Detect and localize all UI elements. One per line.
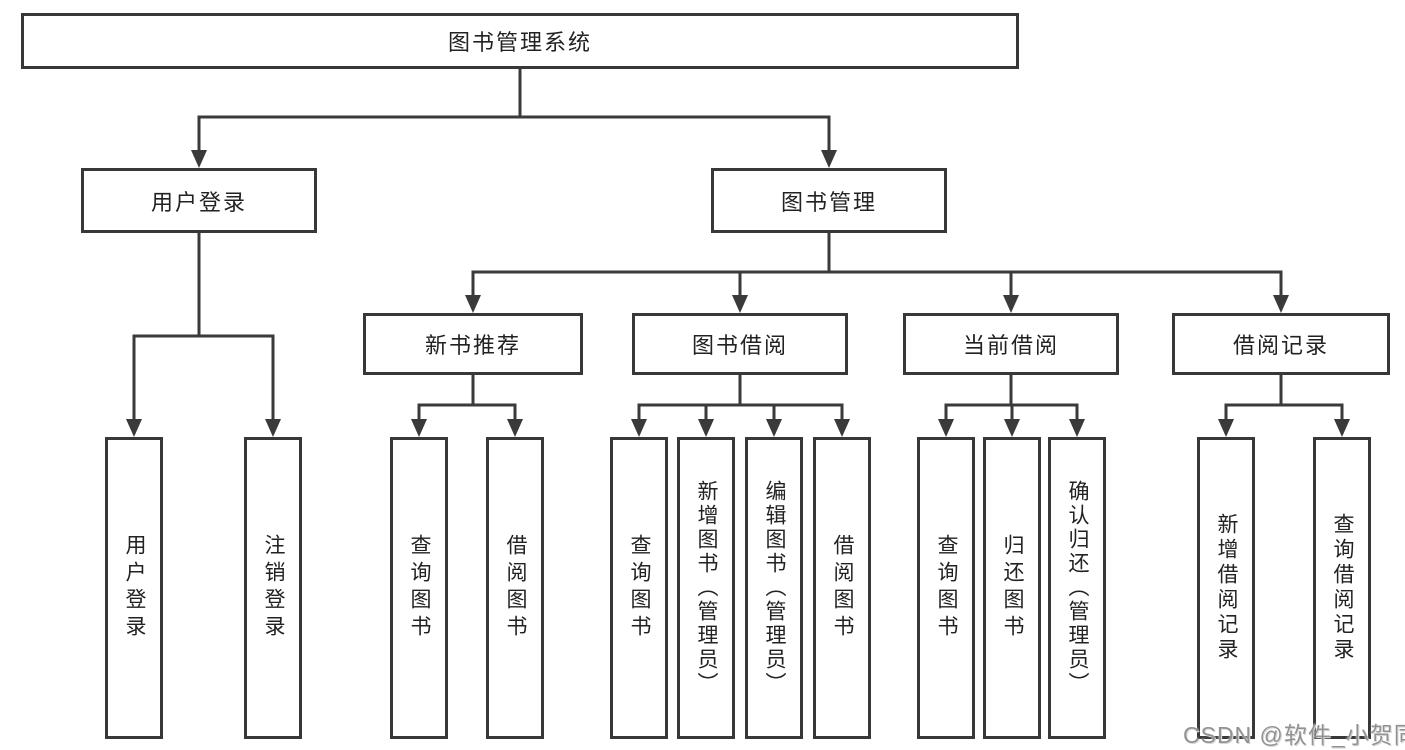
arrowhead bbox=[698, 419, 714, 437]
arrowhead bbox=[1069, 419, 1085, 437]
csdn-watermark: CSDN @软件_小贺同学 bbox=[1183, 722, 1405, 748]
node-book-borrowing: 图书借阅 bbox=[632, 313, 848, 375]
arrowhead bbox=[507, 419, 523, 437]
node-current-borrowing: 当前借阅 bbox=[903, 313, 1119, 375]
connector-root-to-level2 bbox=[191, 69, 837, 168]
arrowhead bbox=[821, 150, 837, 168]
leaf-borrow-edit-books-admin: 编辑图书（管理员） bbox=[745, 437, 803, 739]
leaf-borrow-query-books: 查询图书 bbox=[610, 437, 668, 739]
node-user-login: 用户登录 bbox=[81, 168, 317, 233]
leaf-records-add-borrow-record: 新增借阅记录 bbox=[1197, 437, 1255, 739]
arrowhead bbox=[631, 419, 647, 437]
arrowhead bbox=[1273, 295, 1289, 313]
arrowhead bbox=[465, 295, 481, 313]
arrowhead bbox=[126, 419, 142, 437]
arrowhead bbox=[732, 295, 748, 313]
arrowhead bbox=[938, 419, 954, 437]
arrowhead bbox=[265, 419, 281, 437]
leaf-newbook-query-books: 查询图书 bbox=[390, 437, 448, 739]
node-root-library-system: 图书管理系统 bbox=[21, 13, 1019, 69]
connector-bookborrow-to-leaves bbox=[631, 375, 850, 437]
arrowhead bbox=[1004, 419, 1020, 437]
connector-borrowrecords-to-leaves bbox=[1218, 375, 1350, 437]
connector-currentborrow-to-leaves bbox=[938, 375, 1085, 437]
leaf-current-confirm-return-admin: 确认归还（管理员） bbox=[1048, 437, 1106, 739]
arrowhead bbox=[1334, 419, 1350, 437]
leaf-logout: 注销登录 bbox=[244, 437, 302, 739]
arrowhead bbox=[1218, 419, 1234, 437]
leaf-borrow-borrow-books: 借阅图书 bbox=[813, 437, 871, 739]
arrowhead bbox=[1003, 295, 1019, 313]
node-new-book-recommend: 新书推荐 bbox=[363, 313, 583, 375]
leaf-newbook-borrow-books: 借阅图书 bbox=[486, 437, 544, 739]
connector-newbook-to-leaves bbox=[411, 375, 523, 437]
leaf-records-query-borrow-record: 查询借阅记录 bbox=[1313, 437, 1371, 739]
arrowhead bbox=[411, 419, 427, 437]
node-book-management: 图书管理 bbox=[711, 168, 947, 233]
connector-userlogin-to-leaves bbox=[126, 233, 281, 437]
node-borrowing-records: 借阅记录 bbox=[1172, 313, 1390, 375]
leaf-current-return-books: 归还图书 bbox=[983, 437, 1041, 739]
arrowhead bbox=[834, 419, 850, 437]
leaf-user-login: 用户登录 bbox=[105, 437, 163, 739]
connector-bookmgmt-to-level3 bbox=[465, 233, 1289, 313]
leaf-current-query-books: 查询图书 bbox=[917, 437, 975, 739]
arrowhead bbox=[191, 150, 207, 168]
leaf-borrow-add-books-admin: 新增图书（管理员） bbox=[677, 437, 735, 739]
arrowhead bbox=[766, 419, 782, 437]
